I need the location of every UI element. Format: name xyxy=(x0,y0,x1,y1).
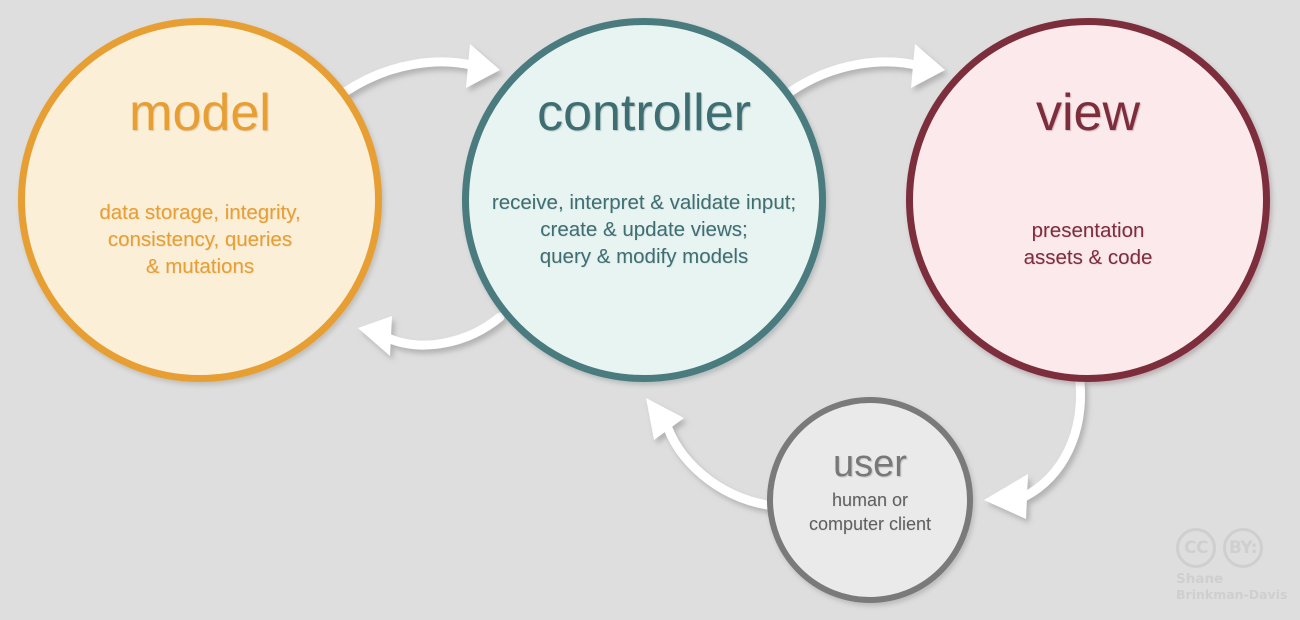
node-model[interactable]: model data storage, integrity, consisten… xyxy=(18,18,382,382)
arrow-model-to-controller xyxy=(340,44,500,97)
creative-commons-attribution: CC BY: Shane Brinkman-Davis xyxy=(1176,528,1288,610)
node-user-description: human or computer client xyxy=(808,490,932,534)
node-controller[interactable]: controller receive, interpret & validate… xyxy=(462,18,826,382)
node-controller-title: controller xyxy=(537,84,751,142)
arrow-controller-to-model xyxy=(358,312,505,356)
node-model-description: data storage, integrity, consistency, qu… xyxy=(99,201,301,279)
node-view-description: presentation assets & code xyxy=(1023,219,1153,270)
author-credit: Shane Brinkman-Davis xyxy=(1176,571,1288,602)
node-view-title: view xyxy=(1035,84,1141,142)
author-credit-line1: Shane xyxy=(1176,571,1224,587)
arrow-user-to-controller xyxy=(646,398,772,510)
cc-license-marks: CC BY: xyxy=(1176,528,1288,568)
node-model-title: model xyxy=(129,84,271,142)
arrow-view-to-user xyxy=(984,377,1085,519)
creative-commons-icon: CC xyxy=(1176,528,1216,568)
author-credit-line2: Brinkman-Davis xyxy=(1176,586,1288,602)
node-view[interactable]: view presentation assets & code xyxy=(906,18,1270,382)
arrow-controller-to-view xyxy=(785,44,945,97)
node-user[interactable]: user human or computer client xyxy=(767,397,973,603)
node-controller-description: receive, interpret & validate input; cre… xyxy=(491,191,797,269)
node-user-title: user xyxy=(833,443,907,485)
attribution-by-icon: BY: xyxy=(1223,528,1263,568)
